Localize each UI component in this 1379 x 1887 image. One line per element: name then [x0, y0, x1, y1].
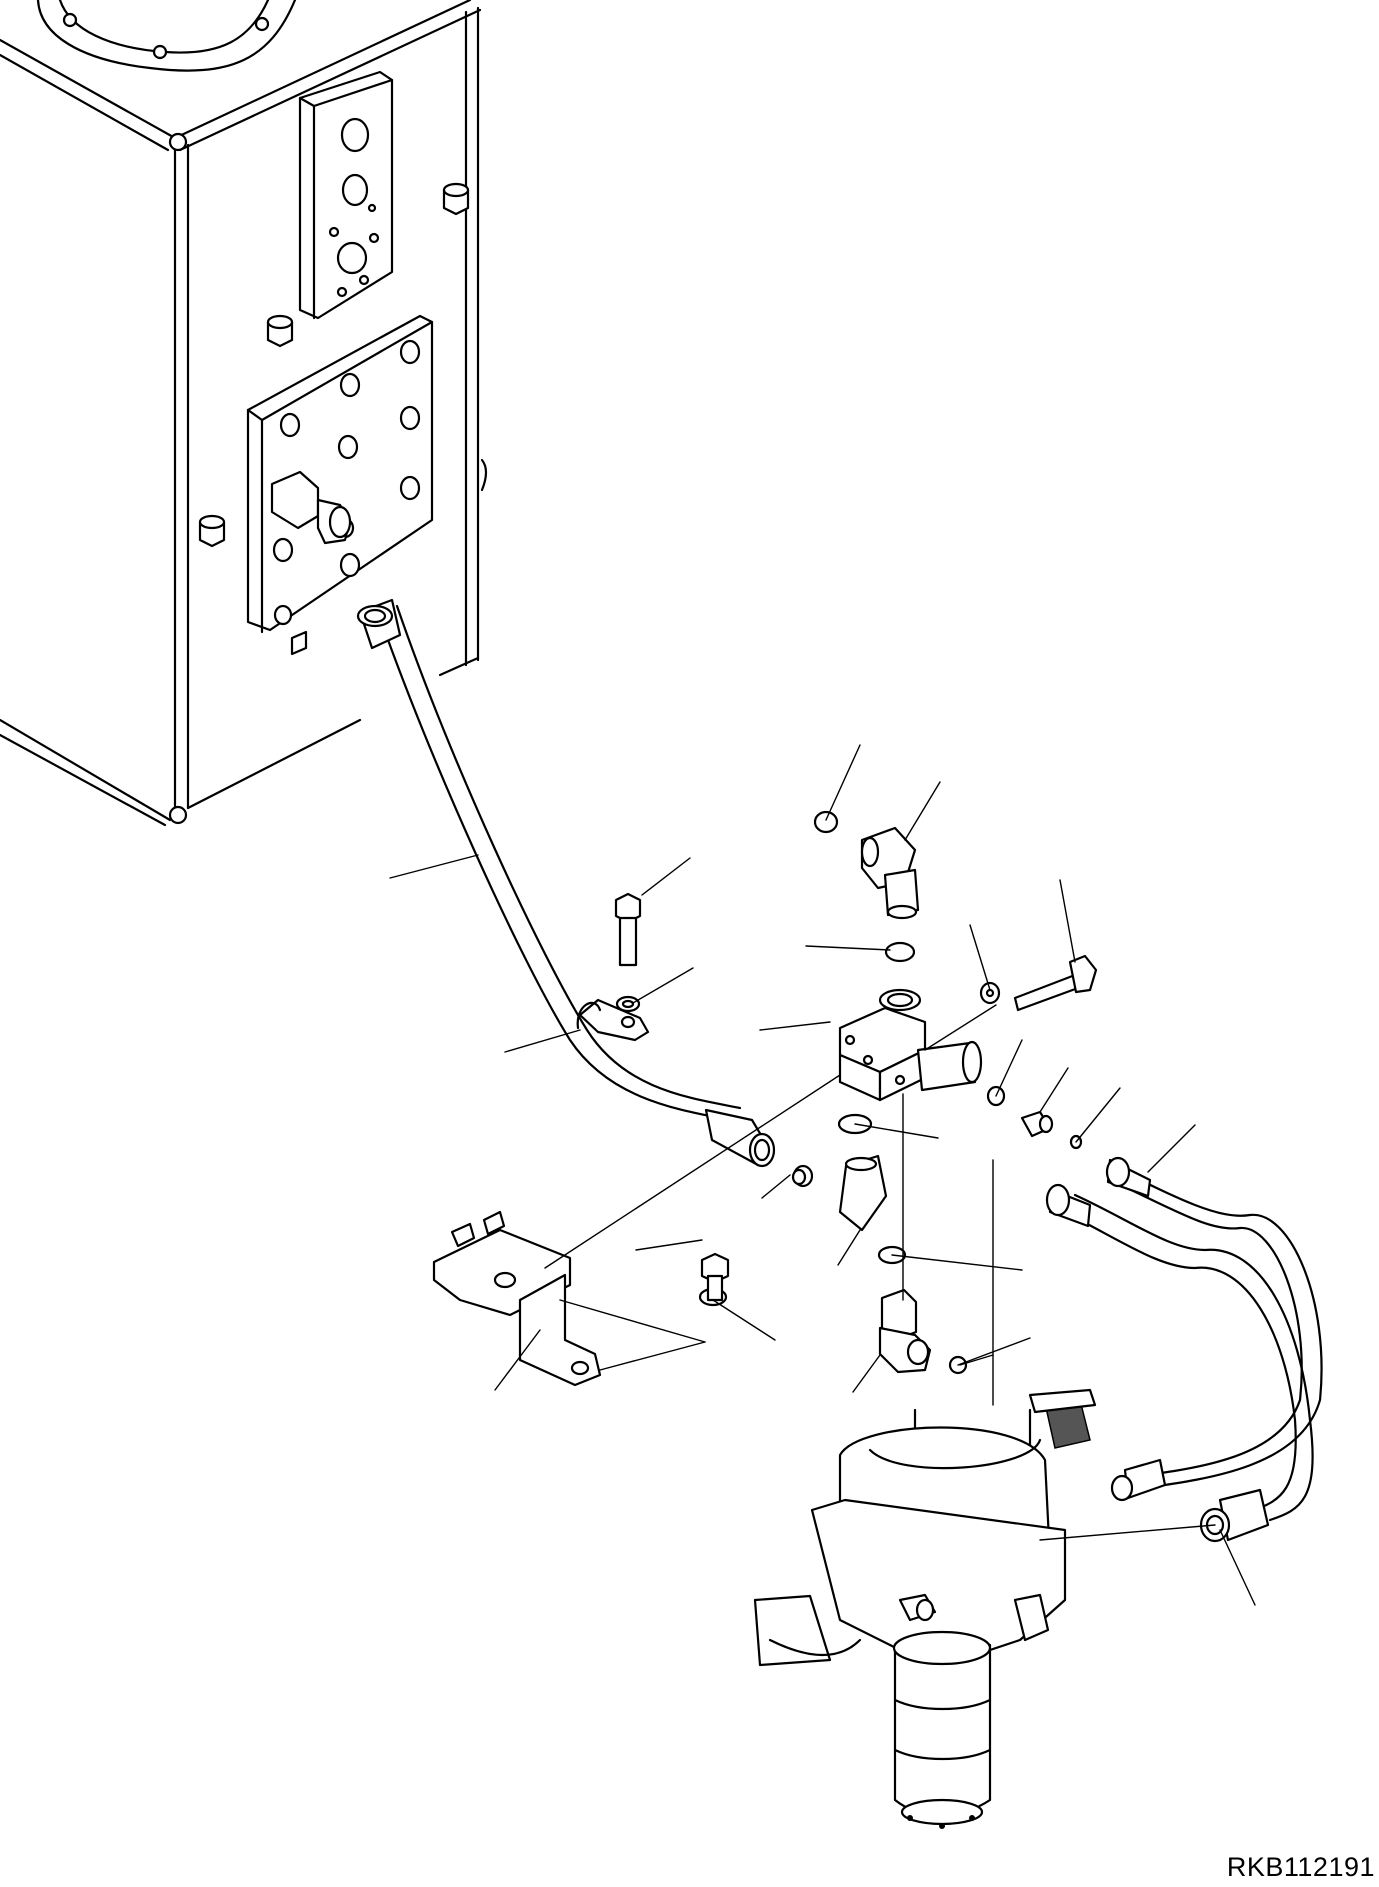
tee-block	[838, 988, 983, 1102]
elbow-fitting-lower	[878, 1288, 932, 1374]
elbow-fitting-upper	[860, 826, 920, 920]
bolt-lower	[700, 1252, 730, 1302]
steering-unit	[753, 1388, 1097, 1829]
return-hose	[356, 598, 776, 1168]
leader-lines	[389, 744, 1256, 1606]
hydraulic-tank	[0, 0, 488, 827]
steering-hoses	[1045, 1156, 1323, 1543]
mounting-bracket	[432, 1210, 602, 1387]
hose-clamp	[576, 998, 650, 1042]
drawing-code: RKB112191	[1226, 1852, 1375, 1882]
long-bolt	[1013, 954, 1098, 1012]
bolt-upper	[614, 892, 642, 1013]
adapter-fittings	[791, 1110, 1054, 1232]
